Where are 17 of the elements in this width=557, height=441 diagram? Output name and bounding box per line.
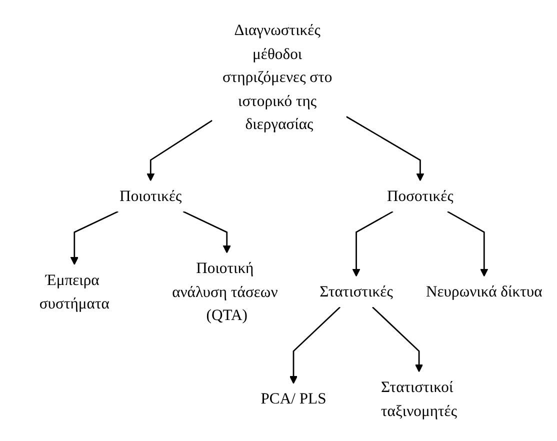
node-text: Διαγνωστικές μέθοδοι στηριζόμενες στο ιστορικό της διεργασίας	[222, 21, 332, 133]
node-text: PCA/ PLS	[260, 390, 326, 408]
node-text: Στατιστικές	[320, 282, 393, 300]
node-text: Έμπειρα συστήματα	[39, 271, 110, 312]
node-text: Ποιοτική ανάλυση τάσεων (QTA)	[172, 259, 278, 324]
arrow	[182, 210, 231, 254]
node-text: Ποσοτικές	[387, 187, 454, 205]
arrow	[447, 210, 488, 277]
arrow	[346, 116, 424, 182]
arrow	[146, 120, 213, 182]
node-text: Ποιοτικές	[120, 187, 182, 205]
arrow	[70, 210, 118, 265]
arrow	[352, 210, 394, 277]
node-text: Νευρωνικά δίκτυα	[426, 282, 542, 300]
node-text: Στατιστικοί ταξινομητές	[380, 378, 458, 420]
arrow	[372, 306, 424, 372]
arrow	[289, 306, 341, 384]
